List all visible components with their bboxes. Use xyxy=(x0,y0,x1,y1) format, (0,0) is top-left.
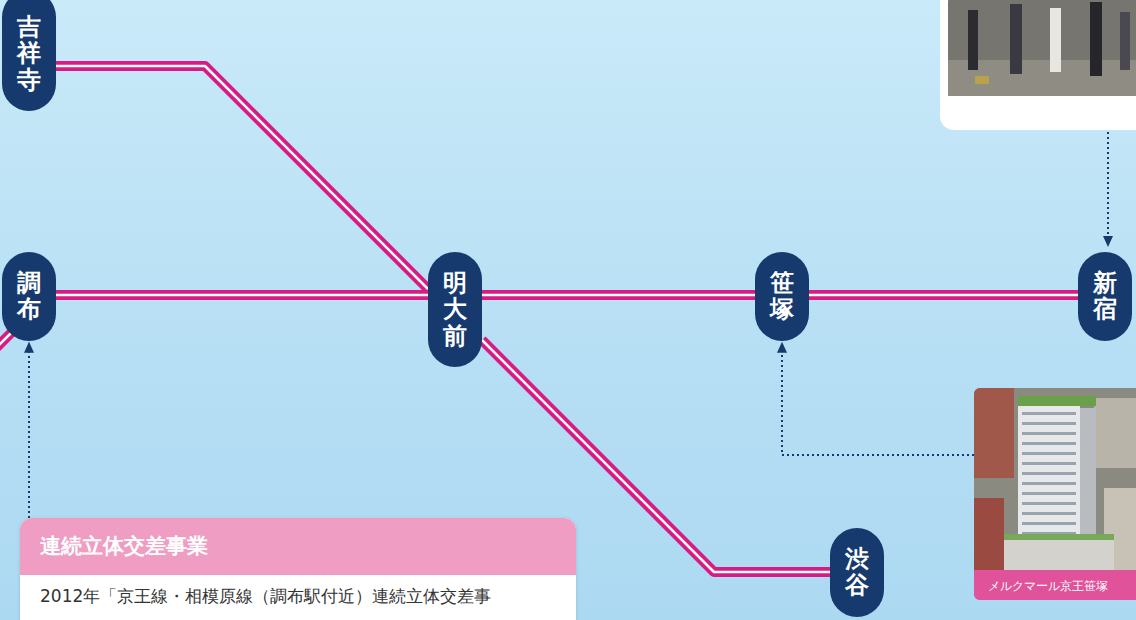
station-name: 吉祥寺 xyxy=(17,14,41,93)
window-row xyxy=(1022,412,1076,415)
rail-gap xyxy=(56,294,428,297)
window-row xyxy=(1022,462,1076,465)
photo-block xyxy=(974,388,1014,478)
window-row xyxy=(1022,522,1076,525)
station-pill: 笹塚 xyxy=(755,252,809,341)
dotted-stroke xyxy=(782,343,974,455)
station-name: 渋谷 xyxy=(845,546,869,599)
building-photo xyxy=(974,388,1136,600)
photo-figure xyxy=(1010,4,1022,74)
window-row xyxy=(1022,482,1076,485)
station-pill: 新宿 xyxy=(1078,252,1132,341)
leader-line xyxy=(1107,132,1109,246)
rail-line xyxy=(482,295,755,296)
rail-stroke xyxy=(56,66,428,289)
photo-node: メルクマール京王笹塚 xyxy=(974,388,1136,600)
rail-stroke xyxy=(809,290,1078,300)
callout-text: 2012年「京王線・相模原線（調布駅付近）連続立体交差事 xyxy=(40,586,491,606)
photo-figure xyxy=(1090,2,1102,76)
callout-title: 連続立体交差事業 xyxy=(40,534,208,558)
station-pill: 明大前 xyxy=(428,252,482,367)
photo-caption-bar: メルクマール京王笹塚 xyxy=(974,570,1136,600)
building-side xyxy=(1080,408,1096,552)
station-name: 新宿 xyxy=(1093,270,1117,323)
rail-stroke xyxy=(56,290,428,300)
window-row xyxy=(1022,492,1076,495)
rail-line xyxy=(56,66,428,289)
rail-line xyxy=(809,295,1078,296)
building-tower xyxy=(1018,402,1080,552)
photo-figure xyxy=(1050,8,1061,72)
leader-arrow xyxy=(29,343,30,518)
photo-card xyxy=(940,0,1136,130)
rail-gap xyxy=(56,66,428,289)
photo-block xyxy=(1094,398,1136,468)
window-row xyxy=(1022,422,1076,425)
photo-figure xyxy=(968,10,978,70)
station-pill: 吉祥寺 xyxy=(2,0,56,111)
station-name: 明大前 xyxy=(443,270,467,349)
photo-detail xyxy=(975,76,989,84)
dotted-stroke xyxy=(28,343,30,518)
station-pill: 調布 xyxy=(2,252,56,341)
window-row xyxy=(1022,432,1076,435)
rail-stroke xyxy=(482,290,755,300)
rail-line xyxy=(56,295,428,296)
photo-figure xyxy=(1120,12,1130,70)
window-row xyxy=(1022,452,1076,455)
podium-green xyxy=(1004,534,1114,540)
station-name: 笹塚 xyxy=(770,270,794,323)
rail-gap xyxy=(809,294,1078,297)
callout-body-area: 2012年「京王線・相模原線（調布駅付近）連続立体交差事 xyxy=(20,575,576,620)
photo-ground xyxy=(974,388,1136,600)
photo-image xyxy=(948,0,1136,96)
callout-header: 連続立体交差事業 xyxy=(20,518,576,575)
photo-block xyxy=(974,498,1004,578)
leader-arrow xyxy=(782,343,974,455)
rail-gap xyxy=(482,294,755,297)
window-row xyxy=(1022,512,1076,515)
green-roof xyxy=(1018,396,1096,406)
photo-caption: メルクマール京王笹塚 xyxy=(988,579,1108,593)
station-pill: 渋谷 xyxy=(830,528,884,617)
station-name: 調布 xyxy=(17,270,41,323)
callout-box: 連続立体交差事業 2012年「京王線・相模原線（調布駅付近）連続立体交差事 xyxy=(20,518,576,620)
window-row xyxy=(1022,442,1076,445)
window-row xyxy=(1022,472,1076,475)
window-row xyxy=(1022,502,1076,505)
